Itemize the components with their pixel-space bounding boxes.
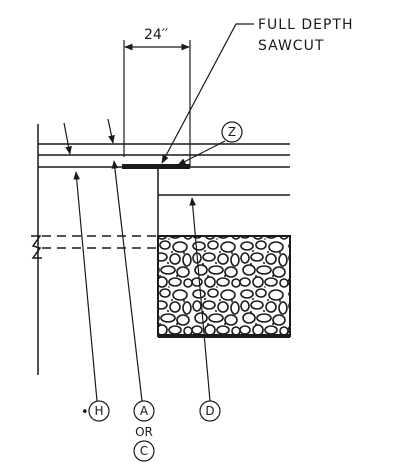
bubble-z	[221, 121, 243, 143]
bubble-c-label: C	[140, 444, 148, 458]
leader-d	[189, 197, 211, 402]
break-line	[31, 235, 42, 259]
leader-h	[73, 171, 98, 402]
bubble-d-label: D	[205, 404, 214, 418]
bond-strip	[122, 164, 190, 169]
aggregate-base	[157, 235, 291, 337]
or-label: OR	[135, 425, 153, 439]
note-line-2: SAWCUT	[258, 38, 324, 54]
leader-a	[111, 160, 143, 402]
bullet-h: •	[81, 405, 89, 420]
bubble-a-label: A	[140, 404, 149, 418]
thickness-arrow-right	[107, 118, 115, 144]
bubble-c	[133, 440, 155, 462]
thickness-arrow-left	[63, 122, 72, 155]
dimension-label: 24′′	[144, 27, 168, 43]
note-line-1: FULL DEPTH	[258, 17, 354, 33]
sawcut-leader	[161, 23, 254, 164]
bubble-a	[133, 400, 155, 422]
bubble-h-label: H	[94, 404, 103, 418]
leader-z	[177, 140, 226, 166]
bubble-z-label: Z	[228, 125, 236, 139]
bubble-h	[88, 400, 110, 422]
